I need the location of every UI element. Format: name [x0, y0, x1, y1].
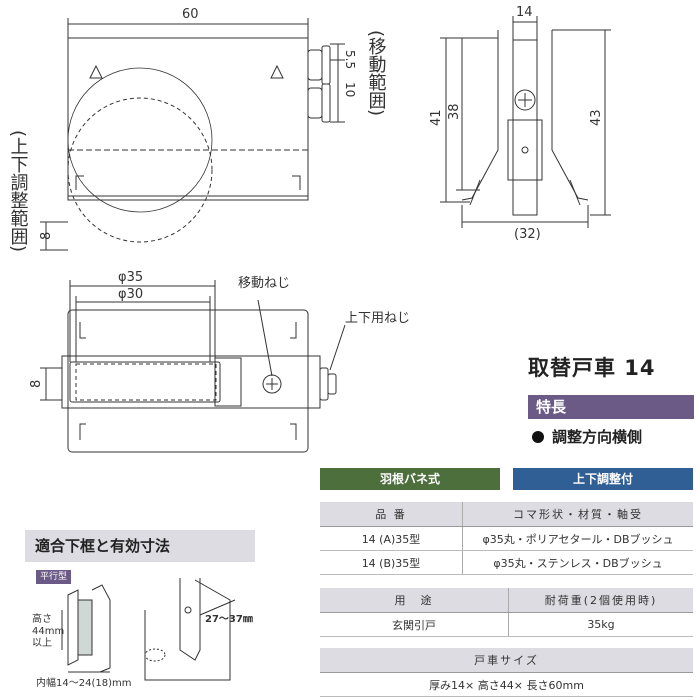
table-row: 14 (B)35型 φ35丸・ステンレス・DBブッシュ — [320, 550, 693, 575]
spec-header-shape: コマ形状・材質・軸受 — [462, 502, 693, 527]
feature-bullet: 調整方向横側 — [532, 426, 642, 447]
dim-32: (32) — [514, 227, 541, 242]
fit-width-label: 内幅14～24(18)mm — [36, 676, 131, 689]
updown-range-label: (上下調整範囲) — [8, 130, 29, 252]
move-screw-label: 移動ねじ — [238, 276, 290, 291]
table-row: 厚み14× 高さ44× 長さ60mm — [320, 672, 693, 697]
use-table: 用 途 耐荷重(2個使用時) 玄関引戸 35kg — [320, 588, 693, 637]
fit-height-label: 高さ — [32, 612, 52, 625]
dim-60: 60 — [182, 7, 199, 22]
dim-14: 14 — [516, 5, 533, 20]
side-view — [440, 16, 611, 228]
dim-38: 38 — [447, 103, 462, 120]
spec-table: 品 番 コマ形状・材質・軸受 14 (A)35型 φ35丸・ポリアセタール・DB… — [320, 502, 693, 575]
use-header-purpose: 用 途 — [320, 588, 509, 613]
table-row: 玄関引戸 35kg — [320, 612, 693, 637]
move-range-label: (移動範囲) — [366, 30, 387, 116]
phi35-label: φ35 — [118, 270, 143, 285]
fit-height-suffix: 以上 — [32, 637, 52, 649]
fit-diagram — [61, 578, 236, 681]
use-cell: 35kg — [508, 612, 693, 637]
spec-header-code: 品 番 — [320, 502, 463, 527]
top-view — [40, 280, 346, 453]
spec-cell: φ35丸・ステンレス・DBブッシュ — [462, 550, 693, 575]
adjust-tag: 上下調整付 — [513, 468, 693, 490]
type-tag: 羽根バネ式 — [320, 468, 500, 490]
spec-cell: φ35丸・ポリアセタール・DBブッシュ — [462, 526, 693, 551]
dim-43: 43 — [589, 109, 604, 126]
size-table: 戸車サイズ 厚み14× 高さ44× 長さ60mm — [320, 648, 693, 697]
size-header: 戸車サイズ — [320, 648, 693, 673]
phi30-label: φ30 — [118, 287, 143, 302]
spec-cell: 14 (A)35型 — [320, 526, 463, 551]
dim-8-top: 8 — [39, 232, 54, 240]
feature-header: 特長 — [528, 395, 694, 419]
size-value: 厚み14× 高さ44× 長さ60mm — [320, 672, 693, 697]
dim-41: 41 — [429, 109, 444, 126]
dim-5-5: 5.5 — [343, 50, 357, 69]
bullet-icon — [532, 431, 544, 443]
table-row: 14 (A)35型 φ35丸・ポリアセタール・DBブッシュ — [320, 526, 693, 551]
fit-range-label: 27～37㎜ — [205, 614, 253, 625]
front-view — [40, 18, 345, 251]
product-title: 取替戸車 14 — [528, 356, 656, 380]
updown-screw-label: 上下用ねじ — [345, 311, 410, 326]
dim-8-bottom: 8 — [29, 380, 44, 388]
parallel-tag: 平行型 — [36, 570, 72, 584]
use-cell: 玄関引戸 — [320, 612, 509, 637]
spec-cell: 14 (B)35型 — [320, 550, 463, 575]
feature-bullet-text: 調整方向横側 — [552, 428, 643, 446]
use-header-load: 耐荷重(2個使用時) — [508, 588, 693, 613]
fit-height-value: 44mm — [32, 626, 64, 637]
dim-10: 10 — [343, 82, 357, 97]
fit-section-title: 適合下框と有効寸法 — [25, 530, 255, 562]
